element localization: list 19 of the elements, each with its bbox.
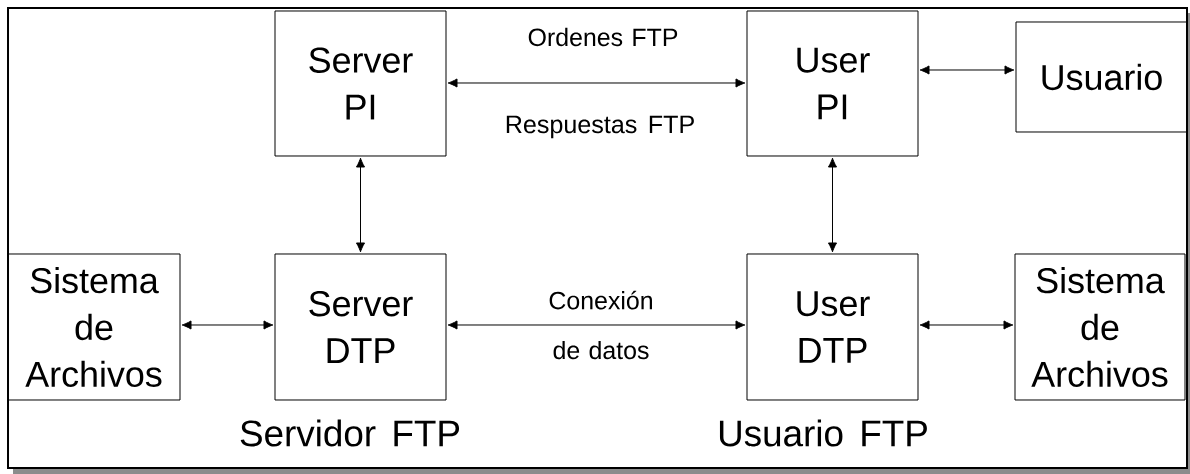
process-box: User DTP (746, 253, 919, 401)
process-box: Server DTP (274, 253, 447, 401)
group-label: Servidor FTP (240, 419, 460, 447)
process-box: Sistema de Archivos (1014, 253, 1186, 401)
process-box: User PI (746, 10, 919, 157)
edge-label: Conexión de datos (549, 290, 652, 360)
arrow (355, 157, 366, 253)
arrow (447, 320, 746, 330)
process-box: Usuario (1015, 21, 1188, 133)
arrow (827, 157, 838, 253)
process-box: Server PI (274, 10, 447, 157)
arrow (447, 78, 746, 88)
edge-label: Ordenes FTP (528, 27, 678, 47)
process-box: Sistema de Archivos (7, 253, 181, 401)
arrow (919, 320, 1014, 330)
text-label: Respuestas FTP (506, 115, 694, 139)
arrow (919, 65, 1015, 75)
group-label: Usuario FTP (719, 419, 927, 447)
arrow (181, 320, 274, 330)
